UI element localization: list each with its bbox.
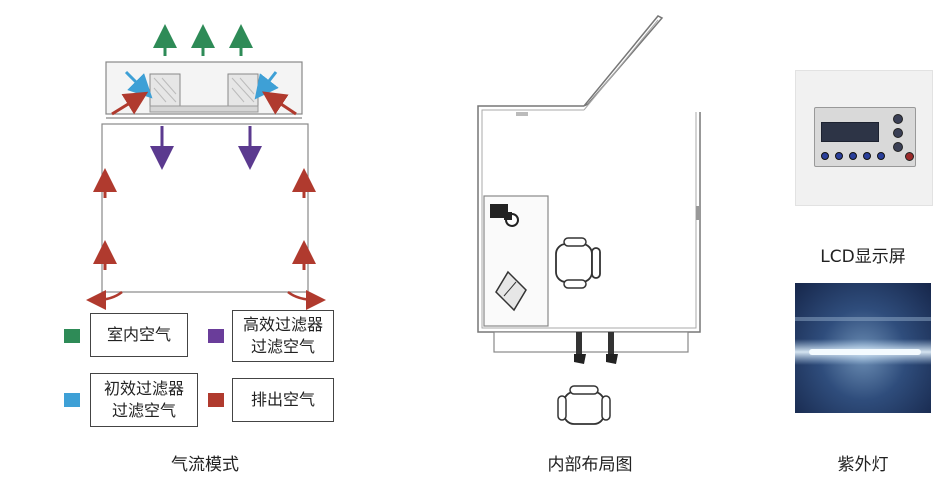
arrow-exhaust-1 [111, 91, 149, 116]
legend-room-air-label: 室内空气 [106, 325, 171, 344]
lcd-device [814, 107, 916, 167]
person-legs [574, 332, 618, 364]
lcd-key-3 [849, 152, 857, 160]
legend-hepa-label: 高效过滤器 过滤空气 [242, 315, 323, 356]
legend-exhaust-label: 排出空气 [250, 390, 315, 409]
arrow-prefilter-1 [124, 70, 153, 99]
uv-caption: 紫外灯 [837, 455, 889, 475]
legend-room-air: 室内空气 [90, 313, 188, 357]
lcd-button-2 [893, 128, 903, 138]
legend-swatch-prefilter [64, 393, 80, 407]
lcd-button-3 [893, 142, 903, 152]
internal-layout: 内部布局图 [460, 0, 720, 497]
lcd-key-4 [863, 152, 871, 160]
chair-inside [555, 237, 601, 289]
uv-panel [795, 283, 931, 413]
lcd-screen [821, 122, 879, 142]
arrow-intake-right [287, 289, 326, 310]
legend-swatch-room-air [64, 329, 80, 343]
bottom-sill [493, 331, 689, 353]
lcd-caption: LCD显示屏 [820, 247, 906, 267]
legend-exhaust: 排出空气 [232, 378, 334, 422]
lcd-key-5 [877, 152, 885, 160]
monitor [495, 270, 527, 312]
lcd-button-1 [893, 114, 903, 124]
arrow-exhaust-2 [262, 91, 297, 116]
lcd-button-4 [905, 152, 914, 161]
legend-prefilter: 初效过滤器 过滤空气 [90, 373, 198, 427]
airflow-caption: 气流模式 [171, 455, 239, 475]
lcd-key-1 [821, 152, 829, 160]
cabinet-body [101, 123, 309, 293]
arrow-prefilter-2 [254, 71, 279, 100]
printer [490, 204, 508, 218]
legend-hepa: 高效过滤器 过滤空气 [232, 310, 334, 362]
airflow-schematic [86, 24, 326, 310]
legend-prefilter-label: 初效过滤器 过滤空气 [103, 379, 184, 420]
legend-swatch-hepa [208, 329, 224, 343]
chair-outside [557, 385, 611, 425]
lcd-panel [795, 70, 933, 206]
legend-swatch-exhaust [208, 393, 224, 407]
floor-plan [477, 15, 702, 425]
layout-caption: 内部布局图 [547, 455, 633, 475]
lcd-key-2 [835, 152, 843, 160]
airflow-diagram: 室内空气 高效过滤器 过滤空气 初效过滤器 过滤空气 排出空气 气流模式 [0, 0, 360, 497]
uv-lamp [795, 317, 931, 365]
arrow-intake-left [86, 289, 123, 310]
